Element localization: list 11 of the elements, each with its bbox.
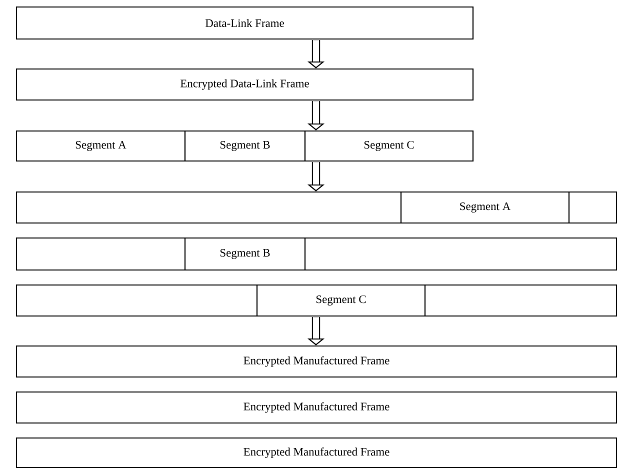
- frame-box: Encrypted Manufactured Frame: [16, 345, 618, 378]
- frame-box: Encrypted Manufactured Frame: [16, 391, 618, 424]
- frame-box: Segment C: [304, 130, 474, 162]
- frame-box: Encrypted Data-Link Frame: [16, 68, 474, 101]
- frame-box: Encrypted Manufactured Frame: [16, 437, 618, 468]
- frame-box: Segment B: [184, 130, 306, 162]
- frame-box: Data-Link Frame: [16, 6, 474, 40]
- segment-box: Segment A: [400, 191, 570, 224]
- segment-box: Segment B: [184, 237, 306, 271]
- frame-box: Segment A: [16, 130, 186, 162]
- segment-box: Segment C: [256, 284, 426, 317]
